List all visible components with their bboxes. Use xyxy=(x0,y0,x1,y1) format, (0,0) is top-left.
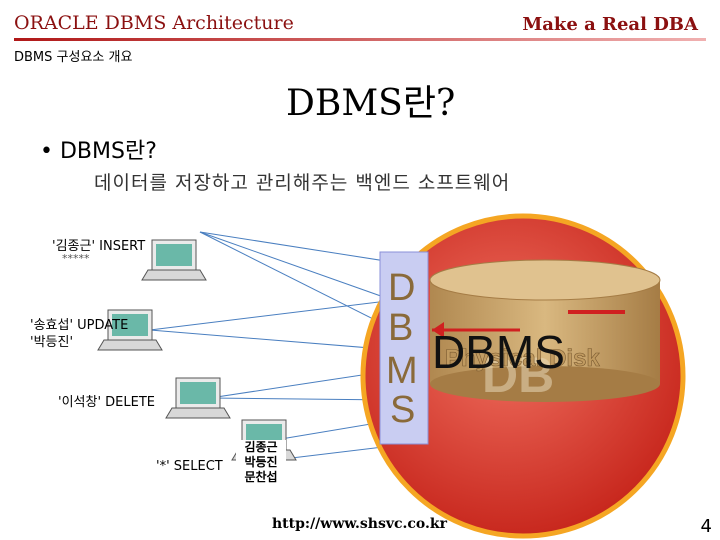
laptop-icon xyxy=(97,309,163,351)
client-insert-label: '김종근' INSERT xyxy=(52,239,146,254)
header-tagline: Make a Real DBA xyxy=(522,14,698,35)
dbms-letter-m: M xyxy=(386,350,418,392)
result-name: 김종근 xyxy=(244,440,278,454)
course-title: ORACLE DBMS Architecture xyxy=(14,12,294,34)
dbms-big-label: DBMS xyxy=(432,326,565,378)
result-name: 박등진 xyxy=(244,455,278,469)
bullet-description: 데이터를 저장하고 관리해주는 백엔드 소프트웨어 xyxy=(94,172,511,194)
result-name-list: 김종근 박등진 문찬섭 xyxy=(236,440,286,485)
dbms-letter-s: S xyxy=(390,389,415,431)
footer-url[interactable]: http://www.shsvc.co.kr xyxy=(272,516,447,532)
client-update-label: '송효섭' UPDATE xyxy=(30,318,129,333)
laptop-icon xyxy=(141,239,207,281)
connection-line xyxy=(199,231,393,263)
page-number: 4 xyxy=(700,516,712,537)
result-name: 문찬섭 xyxy=(244,470,278,484)
client-delete-label: '이석창' DELETE xyxy=(58,395,155,410)
connection-line xyxy=(149,299,396,331)
dbms-column xyxy=(379,251,429,445)
dbms-disk-arrow xyxy=(432,322,520,338)
dbms-letter-d: D xyxy=(388,267,415,309)
section-subtitle: DBMS 구성요소 개요 xyxy=(14,50,133,65)
physical-disk-cylinder xyxy=(429,259,661,402)
bullet-heading: • DBMS란? xyxy=(40,139,157,164)
dbms-letter-b: B xyxy=(388,307,413,349)
header-divider xyxy=(14,38,706,41)
db-ghost-label: DB xyxy=(482,347,554,403)
client-update-extra: '박등진' xyxy=(30,335,74,350)
client-insert-extra: ***** xyxy=(62,252,90,265)
client-select-label: '*' SELECT xyxy=(156,459,223,474)
connection-line xyxy=(199,231,393,301)
physical-disk-label: Physical Disk xyxy=(445,345,600,372)
laptop-icon xyxy=(165,377,231,419)
connection-line xyxy=(199,231,396,331)
slide-title: DBMS란? xyxy=(286,83,456,124)
connection-line xyxy=(149,329,396,351)
